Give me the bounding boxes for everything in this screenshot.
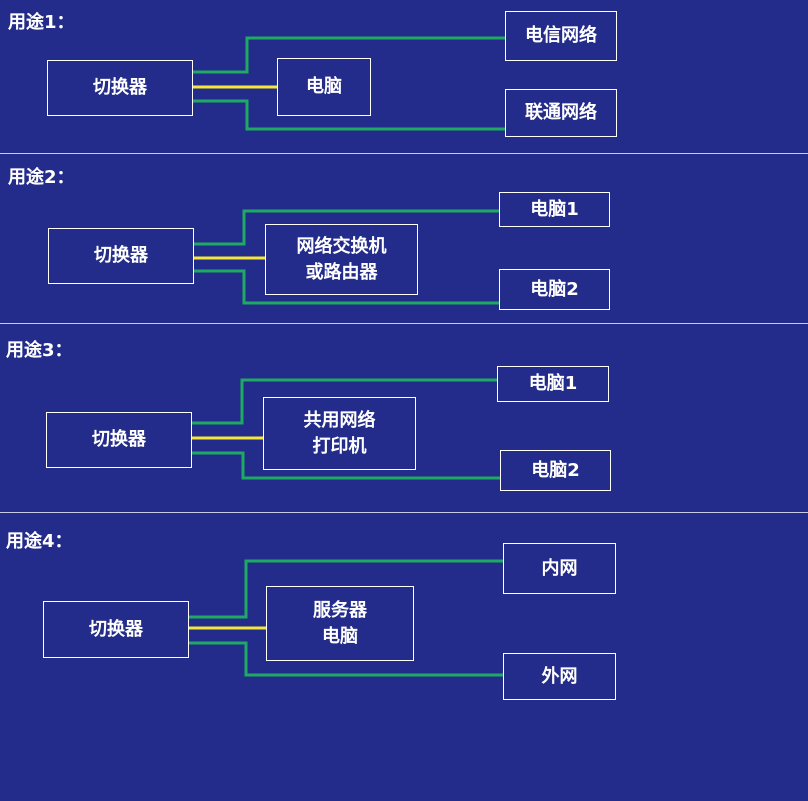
middle-label-line2: 或路由器	[305, 261, 378, 283]
switch-box-3: 切换器	[46, 412, 192, 468]
middle-label-line1: 共用网络	[303, 409, 376, 431]
switch-box-1: 切换器	[47, 60, 193, 116]
top-label: 内网	[541, 557, 578, 579]
wire-top-3	[191, 378, 497, 425]
top-box-3: 电脑1	[497, 366, 609, 402]
middle-box-3: 共用网络 打印机	[263, 397, 416, 470]
wire-top-4	[188, 559, 503, 619]
top-box-4: 内网	[503, 543, 616, 594]
bottom-box-1: 联通网络	[505, 89, 617, 137]
wire-top-2	[194, 209, 499, 246]
top-label: 电脑1	[528, 373, 578, 394]
bottom-label: 联通网络	[525, 102, 597, 123]
middle-box-4: 服务器 电脑	[266, 586, 414, 661]
bottom-label: 电脑2	[531, 459, 580, 481]
section-label-2: 用途2：	[8, 167, 75, 188]
middle-box-2: 网络交换机 或路由器	[265, 224, 418, 295]
switch-label: 切换器	[92, 429, 146, 450]
section-label-3: 用途3：	[6, 340, 73, 361]
bottom-box-3: 电脑2	[500, 450, 611, 491]
wire-bottom-1	[193, 99, 505, 131]
top-box-2: 电脑1	[499, 192, 610, 227]
section-label-4: 用途4：	[6, 531, 73, 552]
middle-label-line1: 服务器	[313, 599, 367, 621]
switch-box-2: 切换器	[48, 228, 194, 284]
bottom-label: 外网	[541, 665, 578, 687]
middle-label-line2: 电脑	[322, 625, 358, 647]
section-divider-3	[0, 512, 808, 513]
middle-label-line2: 打印机	[312, 435, 367, 457]
wire-bottom-3	[191, 451, 500, 480]
wire-bottom-4	[188, 641, 503, 677]
bottom-label: 电脑2	[530, 278, 579, 300]
top-label: 电信网络	[525, 25, 597, 46]
top-label: 电脑1	[530, 198, 579, 220]
wire-bottom-2	[194, 269, 499, 305]
section-divider-1	[0, 153, 808, 154]
bottom-box-2: 电脑2	[499, 269, 610, 310]
middle-box-1: 电脑	[277, 58, 371, 116]
section-label-1: 用途1：	[8, 12, 75, 33]
bottom-box-4: 外网	[503, 653, 616, 700]
section-divider-2	[0, 323, 808, 324]
wire-top-1	[193, 36, 505, 74]
switch-label: 切换器	[93, 77, 147, 98]
switch-box-4: 切换器	[43, 601, 189, 658]
middle-label-line1: 电脑	[306, 76, 342, 97]
middle-label-line1: 网络交换机	[296, 235, 387, 257]
switch-label: 切换器	[89, 618, 143, 640]
top-box-1: 电信网络	[505, 11, 617, 61]
switch-label: 切换器	[94, 245, 148, 266]
